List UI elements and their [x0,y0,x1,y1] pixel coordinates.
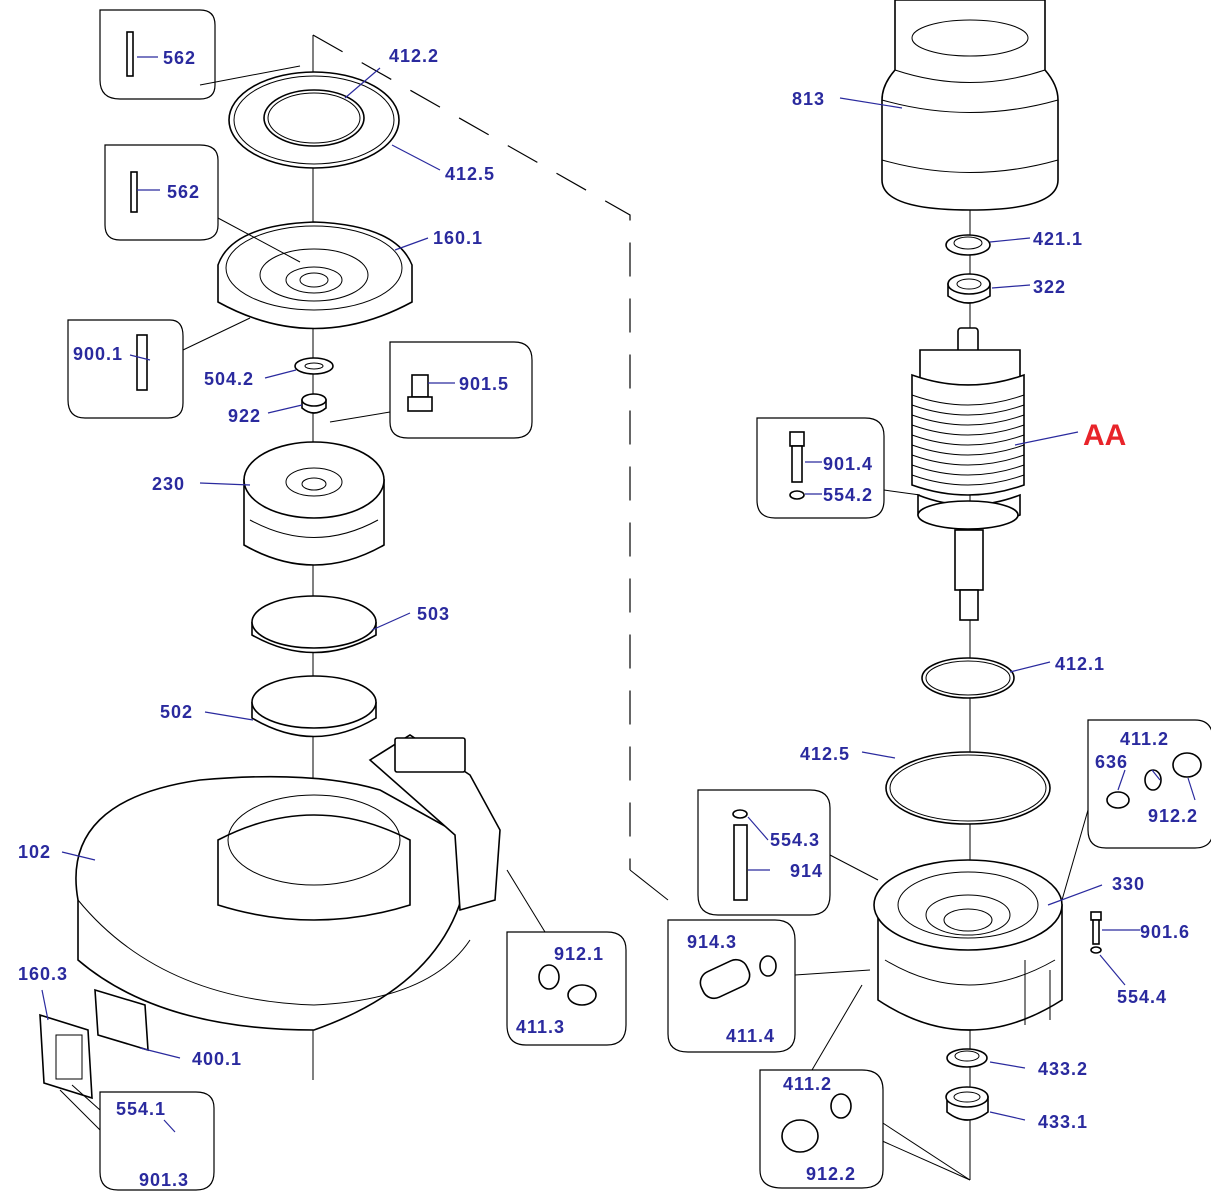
label-aa: AA [1083,419,1126,452]
label-412-1: 412.1 [1055,654,1105,674]
label-160-3: 160.3 [18,964,68,984]
ring-503 [251,595,377,654]
label-102: 102 [18,842,51,862]
rotor-assembly-aa [911,327,1025,621]
label-636: 636 [1095,752,1128,772]
label-433-1: 433.1 [1038,1112,1088,1132]
label-912-2-top: 912.2 [1148,806,1198,826]
label-411-3: 411.3 [516,1017,565,1037]
callout-554-3 [697,789,879,916]
part-labels: 562 412.2 412.5 562 160.1 900.1 504.2 92… [18,46,1198,1190]
label-230: 230 [152,474,185,494]
bearing-322 [947,273,991,304]
volute-casing-102 [75,734,501,1031]
callout-914-3 [667,919,871,1053]
o-ring-412-1 [921,657,1015,699]
label-912-2-bottom: 912.2 [806,1164,856,1184]
label-412-5-right: 412.5 [800,744,850,764]
label-330: 330 [1112,874,1145,894]
label-503: 503 [417,604,450,624]
label-562-top: 562 [163,48,196,68]
label-411-4: 411.4 [726,1026,775,1046]
ring-412-2 [263,89,365,147]
callout-411-2-bottom [759,984,884,1189]
seal-421-1 [945,234,991,256]
bearing-433-1 [945,1086,989,1121]
label-411-2-top: 411.2 [1120,729,1169,749]
callout-901-4 [756,417,921,519]
label-554-1: 554.1 [116,1099,166,1119]
seal-433-2 [946,1048,988,1068]
callout-562-top [99,9,301,100]
label-901-4: 901.4 [823,454,873,474]
callout-900-1 [67,317,251,419]
ring-502 [251,675,377,738]
label-412-5: 412.5 [445,164,495,184]
callout-554-1 [59,1084,215,1191]
label-421-1: 421.1 [1033,229,1083,249]
label-554-3: 554.3 [770,830,820,850]
label-901-5: 901.5 [459,374,509,394]
o-ring-412-5-right [885,751,1051,825]
bolt-901-6 [1090,911,1102,954]
label-901-6: 901.6 [1140,922,1190,942]
callout-901-5 [329,341,533,439]
label-433-2: 433.2 [1038,1059,1088,1079]
label-914: 914 [790,861,823,881]
label-914-3: 914.3 [687,932,737,952]
label-912-1: 912.1 [554,944,604,964]
label-813: 813 [792,89,825,109]
washer-504-2 [294,357,334,375]
label-562-mid: 562 [167,182,200,202]
callout-636 [1061,719,1211,901]
stator-jacket-813 [881,0,1059,211]
label-411-2-bottom: 411.2 [783,1074,832,1094]
cover-plate-160-3 [39,1013,93,1100]
label-412-2: 412.2 [389,46,439,66]
label-900-1: 900.1 [73,344,123,364]
label-554-4: 554.4 [1117,987,1167,1007]
assembly-axes [312,0,971,1181]
callout-562-mid [104,144,301,263]
bearing-bracket-330 [873,859,1063,1031]
nut-922 [301,393,327,414]
label-400-1: 400.1 [192,1049,242,1069]
label-554-2: 554.2 [823,485,873,505]
label-322: 322 [1033,277,1066,297]
cover-160-1 [217,221,413,330]
label-502: 502 [160,702,193,722]
label-922: 922 [228,406,261,426]
impeller-230 [243,441,385,566]
label-901-3: 901.3 [139,1170,189,1190]
callout-912-1 [506,869,627,1046]
label-504-2: 504.2 [204,369,254,389]
label-160-1: 160.1 [433,228,483,248]
leader-lines [41,56,1196,1133]
